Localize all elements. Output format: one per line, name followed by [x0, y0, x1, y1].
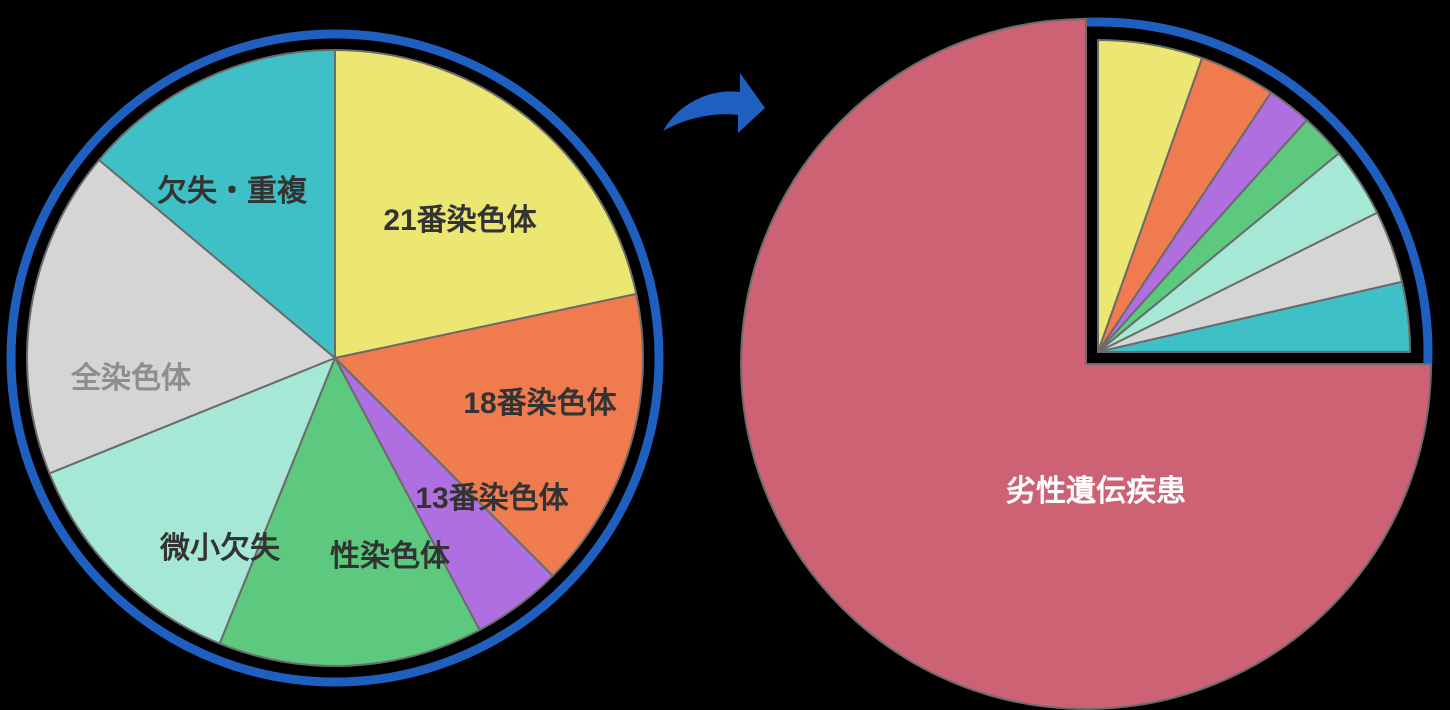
pie-slice[interactable] — [740, 18, 1432, 710]
right-pie-labels: 劣性遺伝疾患 — [1006, 474, 1186, 508]
pie-slice-label: 性染色体 — [330, 540, 451, 573]
arrow-icon — [663, 73, 765, 133]
pie-slice[interactable] — [1097, 280, 1411, 353]
pie-slice-label: 全染色体 — [70, 361, 192, 395]
left-pie-chart[interactable] — [6, 29, 664, 687]
pie-slice[interactable] — [48, 357, 336, 645]
pie-slice-label: 劣性遺伝疾患 — [1006, 474, 1186, 508]
pie-slice-label: 13番染色体 — [415, 482, 569, 515]
pie-slice-label: 微小欠失 — [159, 531, 281, 565]
pie-slice[interactable] — [98, 49, 336, 359]
right-pie-chart[interactable] — [740, 17, 1433, 710]
pie-slice-label: 18番染色体 — [463, 387, 617, 420]
pie-slice-label: 欠失・重複 — [157, 174, 308, 208]
pie-slice-label: 21番染色体 — [383, 204, 537, 237]
transformation-arrow — [663, 73, 765, 133]
pie-slice[interactable] — [218, 357, 481, 667]
pie-slice[interactable] — [334, 49, 638, 359]
chart-outer-ring — [6, 29, 664, 687]
pie-slice[interactable] — [334, 292, 644, 577]
pie-slice[interactable] — [26, 159, 336, 475]
